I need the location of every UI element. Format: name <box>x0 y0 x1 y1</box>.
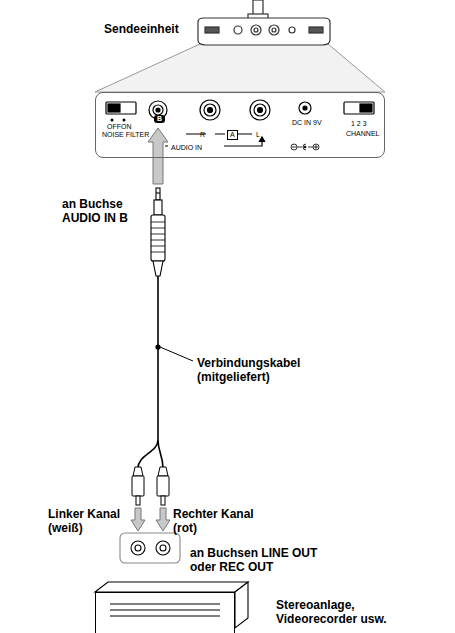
panel-parts-part <box>208 108 213 113</box>
panel-parts-part <box>153 105 163 115</box>
rca-plugs <box>132 467 169 505</box>
stereo-device-part <box>110 604 220 616</box>
cable-callout: Verbindungskabel (mitgeliefert) <box>197 356 317 385</box>
panel-parts-part <box>106 102 136 114</box>
line-out-jacks-part <box>135 545 141 551</box>
line-out-jacks <box>120 533 180 563</box>
line-out-jacks-part <box>160 545 166 551</box>
panel-parts-part <box>254 104 266 116</box>
panel-parts-part <box>299 102 311 114</box>
channel-letter: L <box>256 131 260 139</box>
transmitter-small-part <box>234 26 242 34</box>
cable <box>138 276 193 468</box>
transmitter-small-part <box>205 27 219 33</box>
panel-parts-part <box>258 108 263 113</box>
stereo-plug-part <box>154 200 162 215</box>
gray-arrows-down-part <box>131 508 145 531</box>
channel-callout: Linker Kanal (weiß) <box>48 507 130 536</box>
line-out-jacks-part <box>131 541 145 555</box>
transmitter-panel: OFFONNOISE FILTER B R A L AUDIO IN DC IN 9V 1 2… <box>95 92 385 158</box>
panel-parts-part <box>303 106 307 110</box>
jack-name: A <box>227 130 238 140</box>
rca-plugs-part <box>136 496 140 505</box>
rca-plugs-part <box>161 496 165 505</box>
rca-plugs-part <box>158 467 168 476</box>
panel-parts-part <box>186 133 252 134</box>
transmitter-small-part <box>254 28 258 32</box>
rca-plugs-part <box>157 476 169 496</box>
zoom-lines-part <box>95 44 385 92</box>
line-out-jacks-part <box>120 533 180 563</box>
panel-parts <box>106 100 374 150</box>
stereo-plug-part <box>151 222 165 252</box>
stereo-device <box>95 582 248 628</box>
panel-parts-part <box>108 104 120 112</box>
panel-parts-part <box>204 104 216 116</box>
polarity-symbol <box>291 144 319 150</box>
panel-parts-part <box>360 104 372 112</box>
rca-plugs-part <box>133 467 143 476</box>
stereo-plug-part <box>153 261 163 276</box>
jack-callout: an Buchse AUDIO IN B <box>62 197 148 226</box>
transmitter-small-part <box>198 18 330 45</box>
rca-plugs-part <box>132 476 144 496</box>
polarity-symbol-part <box>314 145 318 149</box>
polarity-symbol-part <box>313 144 319 150</box>
stereo-plug-part <box>151 215 165 261</box>
polarity-symbol-part <box>292 147 313 148</box>
stereo-device-part <box>235 582 248 628</box>
switch-name: NOISE FILTER <box>102 131 149 139</box>
gray-arrow-up-part <box>148 128 168 184</box>
transmitter-small-part <box>251 25 261 35</box>
jack-callout: an Buchsen LINE OUT oder REC OUT <box>190 546 330 575</box>
stereo-device: Stereoanlage, Videorecorder usw. <box>95 592 235 633</box>
gray-arrows-down <box>131 508 170 531</box>
cable-part <box>156 345 160 349</box>
transmitter-small-part <box>272 28 276 32</box>
transmitter-small-part <box>289 27 295 33</box>
channel-letter: R <box>200 131 205 139</box>
jack-name: B <box>154 115 165 123</box>
stereo-plug-part <box>156 188 160 200</box>
channel-numbers: 1 2 3 <box>351 120 367 128</box>
panel-parts-part <box>156 108 160 112</box>
panel-parts-part <box>123 119 125 121</box>
transmitter-small-part <box>309 27 323 33</box>
device-name: Stereoanlage, Videorecorder usw. <box>276 598 411 627</box>
jack-group-name: AUDIO IN <box>171 144 202 152</box>
cable-part <box>138 276 163 468</box>
panel-parts-part <box>111 119 113 121</box>
stereo-plug <box>151 188 165 276</box>
gray-arrows-down-part <box>156 508 170 531</box>
polarity-symbol-part <box>303 144 306 150</box>
polarity-symbol-part <box>304 146 306 148</box>
switch-position: ON <box>121 123 132 131</box>
gray-arrow-up <box>148 128 168 184</box>
transmitter-small <box>198 0 330 45</box>
unit-name: Sendeeinheit <box>104 22 194 36</box>
panel-parts-part <box>250 100 270 120</box>
transmitter-small-part <box>269 25 279 35</box>
panel-parts-part <box>200 100 220 120</box>
line-out-jacks-part <box>156 541 170 555</box>
panel-parts-part <box>344 102 374 114</box>
stereo-plug-part <box>156 192 160 193</box>
zoom-lines <box>95 44 385 92</box>
stereo-device-part <box>95 582 248 592</box>
switch-name: CHANNEL <box>346 130 379 138</box>
jack-name: DC IN 9V <box>292 119 322 127</box>
channel-callout: Rechter Kanal (rot) <box>173 507 263 536</box>
cable-part <box>160 347 193 361</box>
switch-position: OFF <box>107 123 121 131</box>
